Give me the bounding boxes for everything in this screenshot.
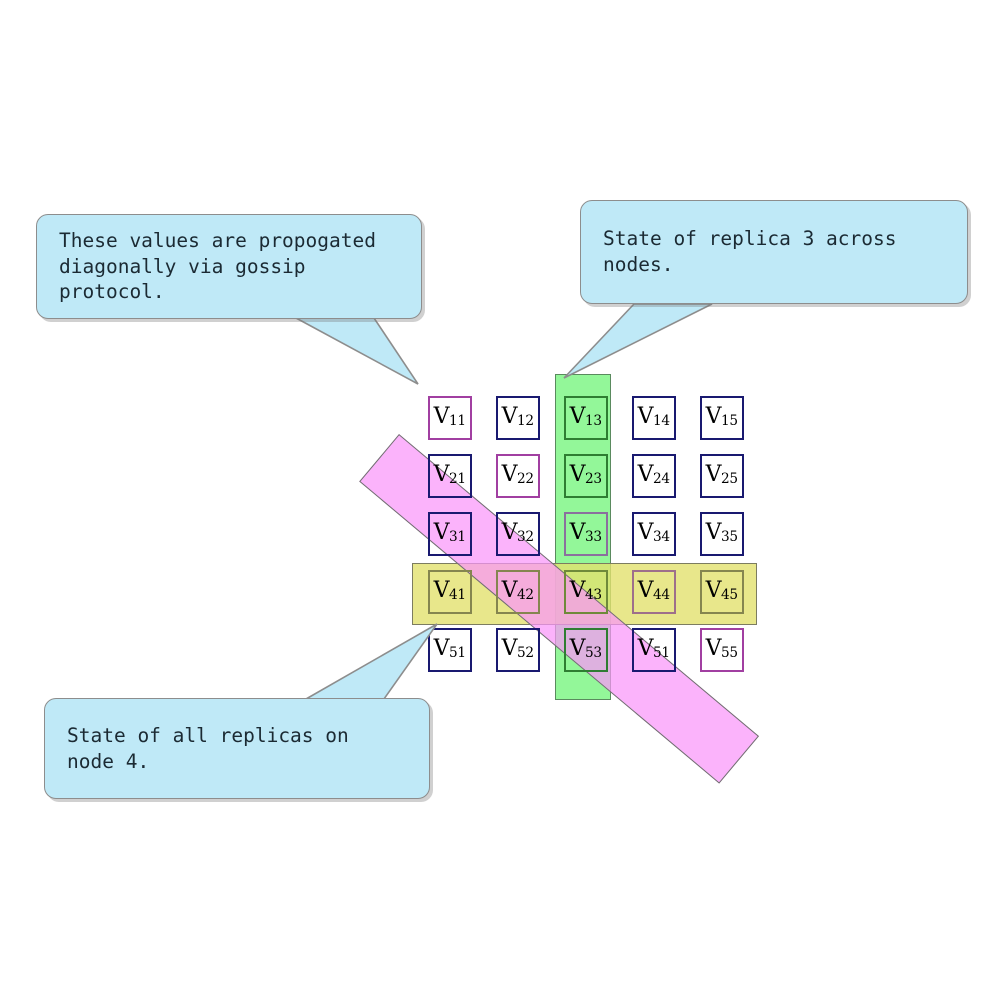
value-cell-subscript: 12 bbox=[517, 413, 534, 430]
value-cell-subscript: 55 bbox=[721, 645, 738, 662]
value-cell-label: V bbox=[433, 404, 450, 429]
value-cell-subscript: 21 bbox=[449, 471, 466, 488]
value-cell-subscript: 31 bbox=[449, 529, 466, 546]
value-cell-label: V bbox=[569, 578, 586, 603]
value-cell-label: V bbox=[637, 520, 654, 545]
value-cell-subscript: 32 bbox=[517, 529, 534, 546]
value-cell-label: V bbox=[433, 462, 450, 487]
callout-node-4-text: State of all replicas on node 4. bbox=[67, 723, 349, 773]
callout-replica-3-text: State of replica 3 across nodes. bbox=[603, 227, 897, 276]
replica-callout-tail bbox=[563, 303, 713, 379]
value-cell-subscript: 25 bbox=[721, 471, 738, 488]
value-cell-subscript: 24 bbox=[653, 471, 670, 488]
value-cell-subscript: 11 bbox=[449, 413, 466, 430]
value-cell-subscript: 42 bbox=[517, 587, 534, 604]
value-cell-subscript: 43 bbox=[585, 587, 602, 604]
value-cell-subscript: 51 bbox=[449, 645, 466, 662]
value-cell-label: V bbox=[705, 462, 722, 487]
value-cell-label: V bbox=[569, 520, 586, 545]
value-cell-label: V bbox=[433, 578, 450, 603]
value-cell-subscript: 15 bbox=[721, 413, 738, 430]
value-cell-label: V bbox=[501, 636, 518, 661]
value-cell-label: V bbox=[569, 404, 586, 429]
value-cell-subscript: 35 bbox=[721, 529, 738, 546]
value-cell-label: V bbox=[637, 404, 654, 429]
value-cell-label: V bbox=[501, 578, 518, 603]
value-cell-subscript: 34 bbox=[653, 529, 670, 546]
value-cell-label: V bbox=[705, 578, 722, 603]
value-cell-label: V bbox=[501, 404, 518, 429]
value-cell-label: V bbox=[569, 462, 586, 487]
value-cell-label: V bbox=[637, 462, 654, 487]
value-cell-label: V bbox=[637, 636, 654, 661]
value-cell-label: V bbox=[705, 636, 722, 661]
value-cell-subscript: 23 bbox=[585, 471, 602, 488]
callout-node-4[interactable]: State of all replicas on node 4. bbox=[44, 698, 430, 799]
value-cell-subscript: 13 bbox=[585, 413, 602, 430]
value-cell-subscript: 14 bbox=[653, 413, 670, 430]
value-cell-subscript: 51 bbox=[653, 645, 670, 662]
value-cell-subscript: 45 bbox=[721, 587, 738, 604]
value-cell-subscript: 44 bbox=[653, 587, 670, 604]
value-cell-subscript: 33 bbox=[585, 529, 602, 546]
value-cell-subscript: 52 bbox=[517, 645, 534, 662]
callout-gossip[interactable]: These values are propogated diagonally v… bbox=[36, 214, 422, 319]
value-cell-label: V bbox=[501, 520, 518, 545]
value-cell-label: V bbox=[705, 404, 722, 429]
value-cell-subscript: 41 bbox=[449, 587, 466, 604]
value-cell-label: V bbox=[433, 636, 450, 661]
callout-gossip-text: These values are propogated diagonally v… bbox=[59, 228, 376, 304]
callout-replica-3[interactable]: State of replica 3 across nodes. bbox=[580, 200, 968, 304]
node-callout-tail bbox=[302, 623, 438, 700]
value-cell-label: V bbox=[705, 520, 722, 545]
value-cell-label: V bbox=[637, 578, 654, 603]
gossip-callout-tail bbox=[295, 317, 419, 385]
value-cell-label: V bbox=[569, 636, 586, 661]
value-cell-subscript: 53 bbox=[585, 645, 602, 662]
value-cell-label: V bbox=[501, 462, 518, 487]
value-cell-subscript: 22 bbox=[517, 471, 534, 488]
value-cell-label: V bbox=[433, 520, 450, 545]
